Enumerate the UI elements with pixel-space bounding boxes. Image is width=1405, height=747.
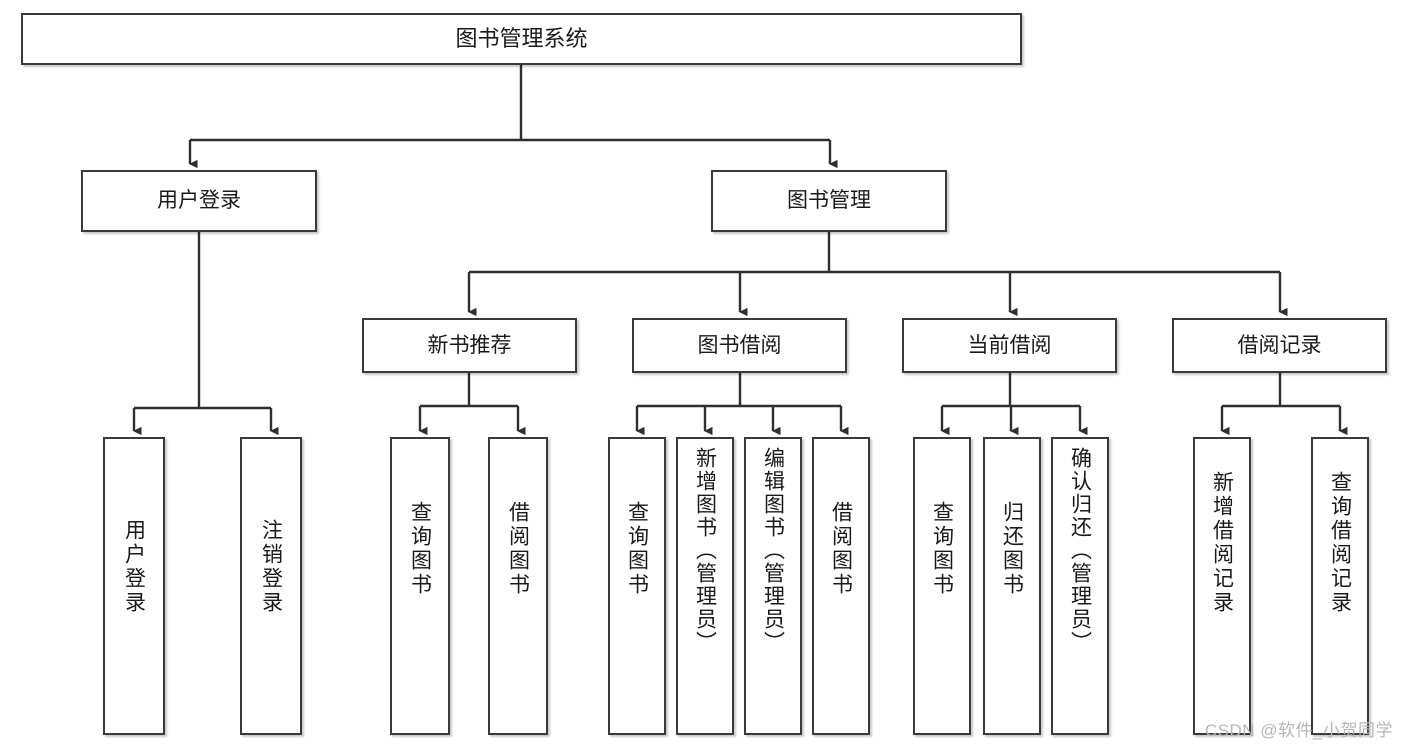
leaf-borrow-book-recommend[interactable]: 借阅图书	[488, 437, 548, 735]
leaf-add-book-admin[interactable]: 新增图书（管理员）	[676, 437, 734, 735]
leaf-add-borrow-record[interactable]: 新增借阅记录	[1193, 437, 1251, 735]
node-book-borrow[interactable]: 图书借阅	[632, 318, 847, 373]
node-borrow-record[interactable]: 借阅记录	[1172, 318, 1387, 373]
node-label: 图书管理	[787, 189, 871, 213]
node-new-book-recommend[interactable]: 新书推荐	[362, 318, 577, 373]
leaf-query-borrow-record[interactable]: 查询借阅记录	[1311, 437, 1369, 735]
node-label: 归还图书	[1000, 501, 1024, 597]
node-label: 用户登录	[157, 189, 241, 213]
node-label: 注销登录	[259, 519, 283, 615]
node-label: 新增借阅记录	[1210, 471, 1234, 615]
node-label: 查询图书	[625, 501, 649, 597]
leaf-logout-login[interactable]: 注销登录	[240, 437, 302, 735]
node-label: 查询图书	[930, 501, 954, 597]
node-current-borrow[interactable]: 当前借阅	[902, 318, 1117, 373]
node-label: 新书推荐	[427, 333, 512, 357]
leaf-query-book-borrow[interactable]: 查询图书	[608, 437, 666, 735]
node-label: 查询借阅记录	[1328, 471, 1352, 615]
node-label: 借阅图书	[506, 501, 530, 597]
leaf-query-book-current[interactable]: 查询图书	[913, 437, 971, 735]
node-label: 借阅记录	[1237, 333, 1322, 357]
node-label: 查询图书	[408, 501, 432, 597]
node-label: 图书借阅	[697, 333, 782, 357]
node-label: 当前借阅	[967, 333, 1052, 357]
node-label: 新增图书（管理员）	[693, 447, 717, 654]
leaf-query-book-recommend[interactable]: 查询图书	[390, 437, 450, 735]
leaf-user-login[interactable]: 用户登录	[103, 437, 165, 735]
leaf-return-book[interactable]: 归还图书	[983, 437, 1041, 735]
leaf-borrow-book-borrow[interactable]: 借阅图书	[812, 437, 870, 735]
node-label: 确认归还（管理员）	[1068, 447, 1092, 654]
node-label: 用户登录	[122, 519, 146, 615]
leaf-confirm-return-admin[interactable]: 确认归还（管理员）	[1051, 437, 1109, 735]
node-label: 编辑图书（管理员）	[761, 447, 785, 654]
node-book-management[interactable]: 图书管理	[711, 170, 947, 232]
node-label: 借阅图书	[829, 501, 853, 597]
node-user-login[interactable]: 用户登录	[81, 170, 317, 232]
node-label: 图书管理系统	[455, 25, 588, 51]
watermark-text: CSDN @软件_小贺同学	[1204, 721, 1393, 740]
leaf-edit-book-admin[interactable]: 编辑图书（管理员）	[744, 437, 802, 735]
node-root-book-management-system[interactable]: 图书管理系统	[21, 13, 1022, 65]
